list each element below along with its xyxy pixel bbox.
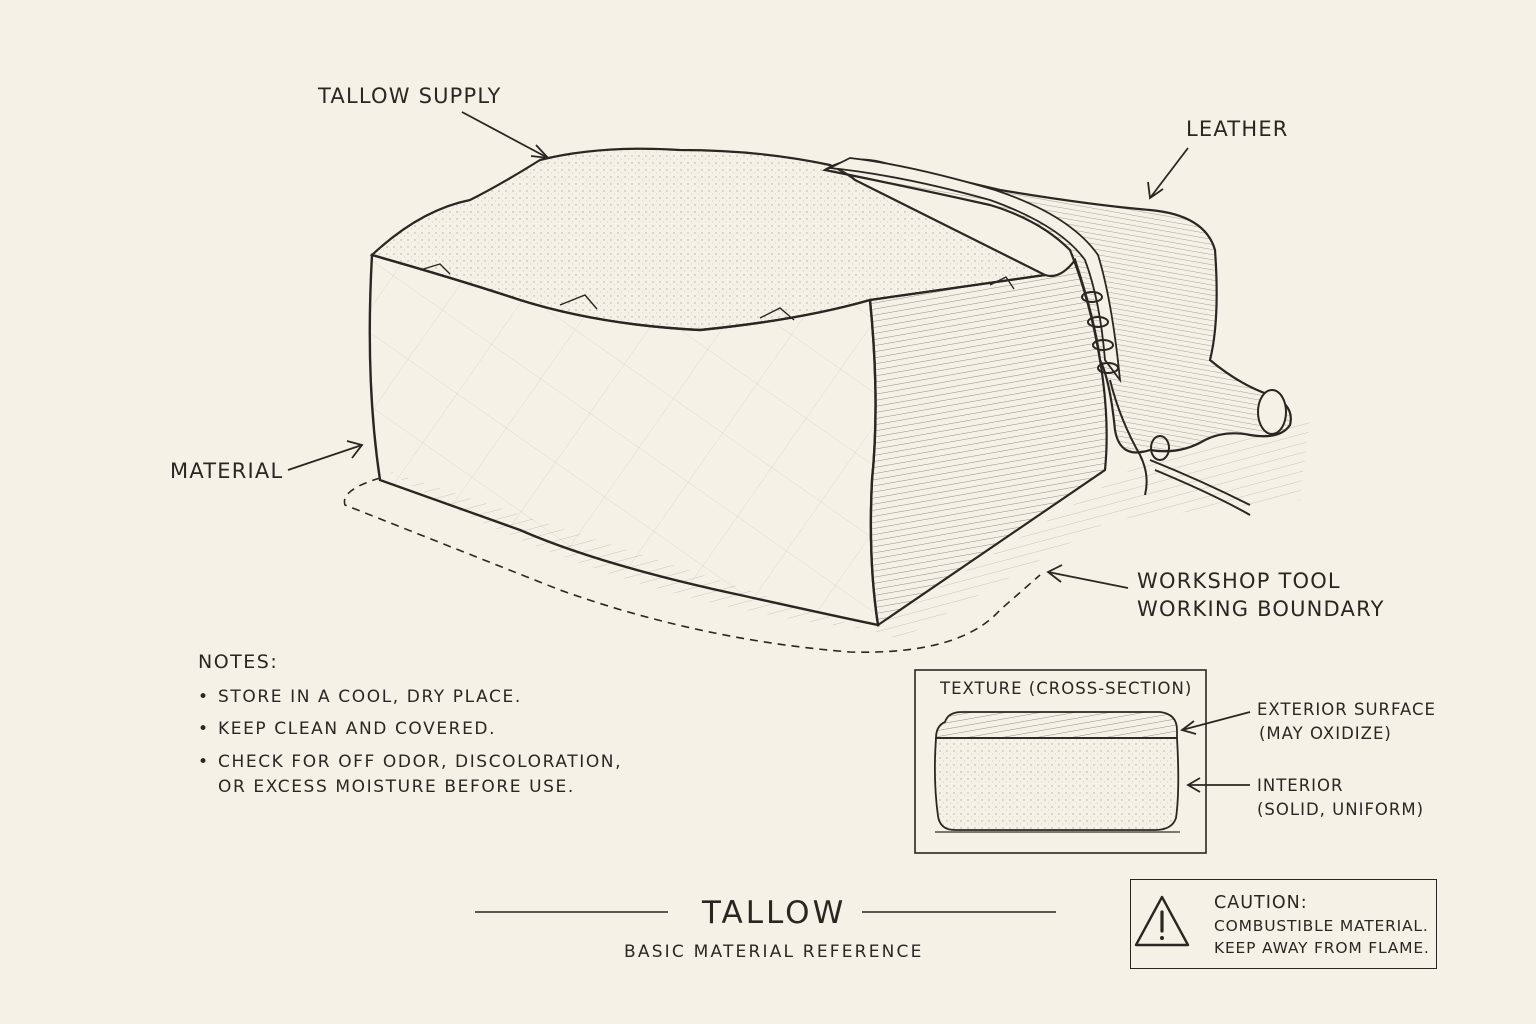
page-subtitle: BASIC MATERIAL REFERENCE [624,942,924,962]
texture-inset-frame [914,669,1207,854]
bullet-icon: • [198,687,210,707]
notes-title: NOTES: [198,651,279,673]
inset-title: TEXTURE (CROSS-SECTION) [940,679,1193,698]
label-leather: LEATHER [1186,117,1289,141]
edge-chips [419,263,1015,321]
leather-strap [826,157,1122,384]
label-boundary-line2: WORKING BOUNDARY [1137,597,1385,621]
caution-line2: KEEP AWAY FROM FLAME. [1214,939,1430,957]
page-title: TALLOW [702,895,847,931]
callout-arrows [287,111,1251,793]
label-interior-line2: (SOLID, UNIFORM) [1257,800,1425,819]
caution-line1: COMBUSTIBLE MATERIAL. [1214,917,1429,935]
bullet-icon: • [198,752,210,772]
label-exterior-line2: (MAY OXIDIZE) [1259,724,1392,743]
label-boundary-line1: WORKSHOP TOOL [1137,569,1341,593]
label-interior-line1: INTERIOR [1257,776,1344,795]
label-tallow-supply: TALLOW SUPPLY [318,84,502,108]
leather-wrap [821,158,1292,454]
leather-opening [1257,389,1287,435]
note-item: • CHECK FOR OFF ODOR, DISCOLORATION, [198,750,622,775]
cross-section-interior [933,737,1180,831]
bullet-icon: • [198,719,210,739]
caution-box [1130,879,1437,969]
note-item: • STORE IN A COOL, DRY PLACE. [198,685,522,710]
note-text: CHECK FOR OFF ODOR, DISCOLORATION, [218,752,623,772]
label-exterior-line1: EXTERIOR SURFACE [1257,700,1436,719]
label-material: MATERIAL [170,459,284,483]
warning-triangle-icon [1134,895,1190,947]
working-boundary-outline [343,477,1041,653]
note-text: KEEP CLEAN AND COVERED. [218,719,497,739]
note-item: • KEEP CLEAN AND COVERED. [198,717,496,742]
caution-heading: CAUTION: [1214,893,1308,913]
note-text: STORE IN A COOL, DRY PLACE. [218,687,522,707]
cross-section-exterior [935,711,1178,739]
note-item-continuation: OR EXCESS MOISTURE BEFORE USE. [218,777,575,797]
lacing [1081,291,1251,516]
